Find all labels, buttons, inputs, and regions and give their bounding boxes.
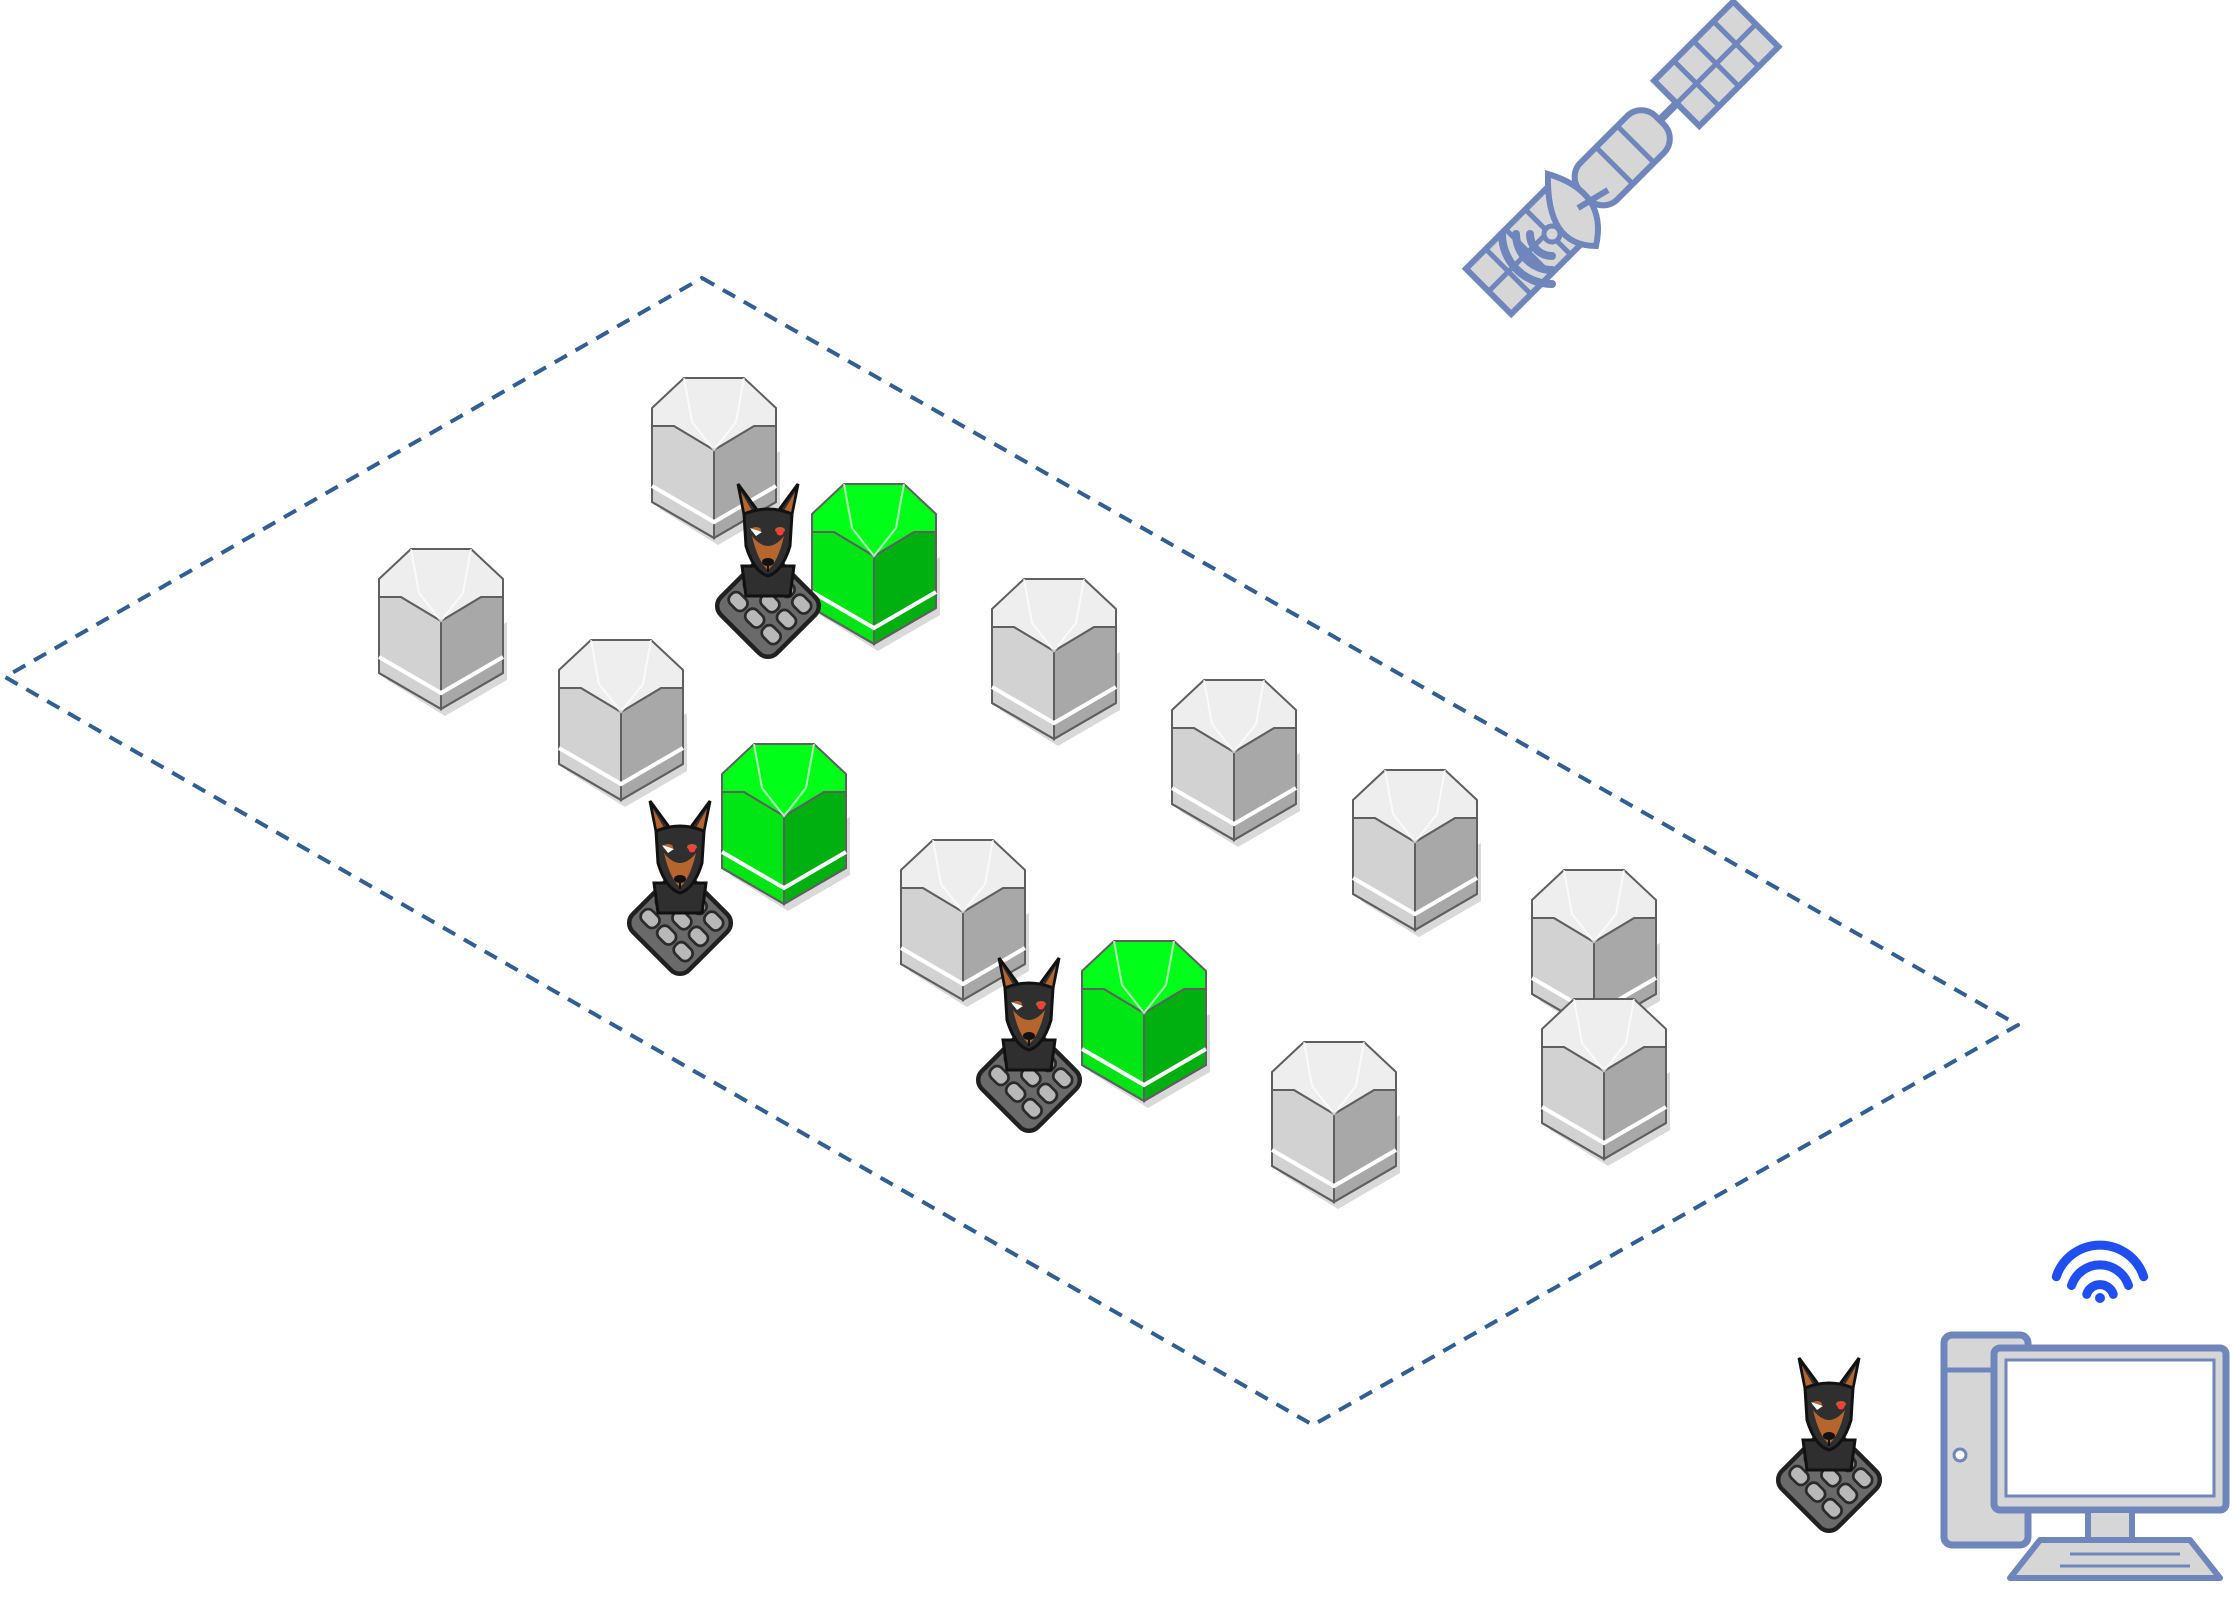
node-10: [899, 839, 1029, 1007]
node-6: [990, 578, 1120, 746]
node-8: [1351, 769, 1481, 937]
agent-2: [626, 800, 734, 977]
desktop-computer-icon: [1940, 1331, 2230, 1581]
agent-1: [714, 483, 822, 660]
node-2: [377, 548, 507, 716]
node-7: [1170, 679, 1300, 847]
node-4: [810, 483, 940, 651]
node-13: [1540, 998, 1670, 1166]
wifi-icon: [2051, 1240, 2149, 1303]
node-11: [1080, 940, 1210, 1108]
satellite-icon: [1461, 0, 1783, 319]
network-boundary: [3, 276, 2020, 1427]
node-3: [557, 639, 687, 807]
agent-3: [975, 957, 1083, 1134]
node-12: [1270, 1041, 1400, 1209]
agent-4: [1775, 1357, 1883, 1534]
node-5: [720, 743, 850, 911]
